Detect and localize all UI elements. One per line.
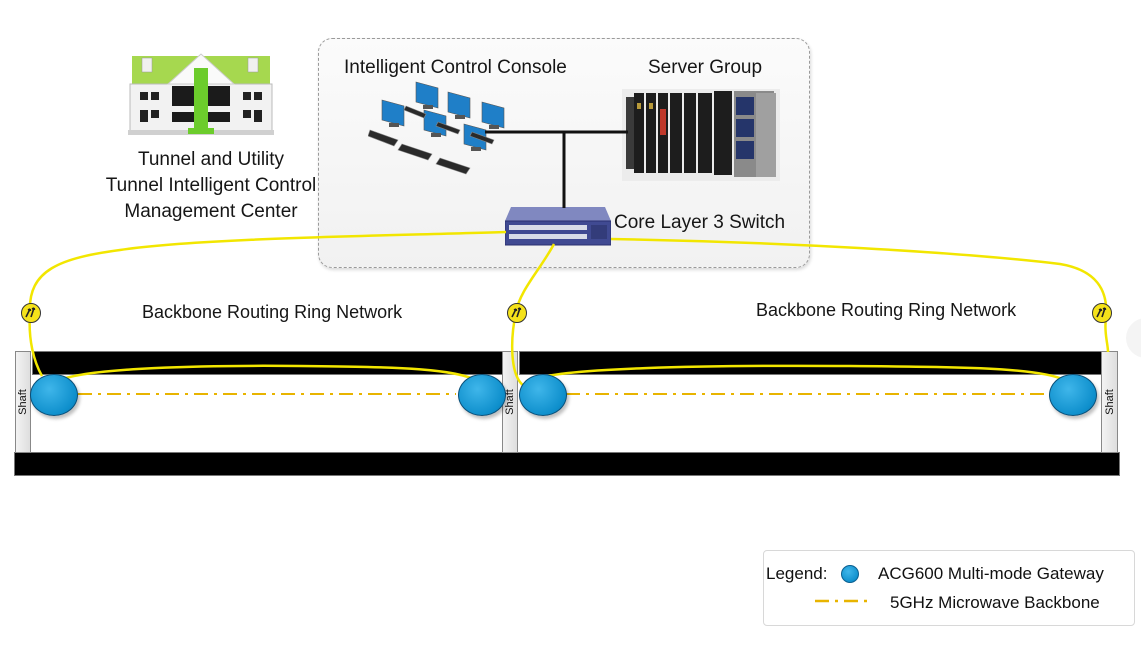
console-label: Intelligent Control Console [344, 57, 567, 78]
decorative-arc [1126, 318, 1141, 358]
switch-label: Core Layer 3 Switch [614, 212, 786, 233]
title-line-2: Tunnel Intelligent Control [105, 175, 317, 196]
legend [763, 550, 1135, 626]
dash-dot-line-icon [815, 599, 873, 603]
antenna-icon [1092, 303, 1112, 323]
server-rack-icon [622, 89, 780, 181]
title-line-1: Tunnel and Utility [137, 149, 285, 170]
workstations-icon [367, 78, 518, 178]
shaft-label: Shaft [1103, 389, 1116, 415]
shaft-label: Shaft [17, 389, 29, 415]
management-center-title: Tunnel and Utility Tunnel Intelligent Co… [96, 147, 326, 225]
antenna-icon [507, 303, 527, 323]
segment-2-label: Backbone Routing Ring Network [756, 300, 1017, 320]
gateway-icon[interactable] [519, 374, 567, 416]
tunnel-wall-top-2 [519, 351, 1103, 375]
shaft-left: Shaft [15, 351, 31, 453]
tunnel-wall-top-1 [32, 351, 504, 375]
title-line-3: Management Center [124, 201, 298, 222]
legend-item-microwave: 5GHz Microwave Backbone [890, 593, 1100, 612]
legend-item-gateway: ACG600 Multi-mode Gateway [878, 564, 1104, 583]
gateway-icon[interactable] [30, 374, 78, 416]
segment-1-label: Backbone Routing Ring Network [142, 302, 403, 322]
gateway-icon[interactable] [458, 374, 506, 416]
management-center-building-icon [128, 50, 274, 136]
server-group-label: Server Group [648, 57, 763, 78]
shaft-right: Shaft [1101, 351, 1118, 453]
legend-title: Legend: [766, 564, 828, 583]
gateway-icon[interactable] [1049, 374, 1097, 416]
core-switch-icon[interactable] [504, 207, 612, 247]
gateway-icon [841, 565, 859, 583]
antenna-icon [21, 303, 41, 323]
tunnel-wall-bottom [14, 452, 1120, 476]
